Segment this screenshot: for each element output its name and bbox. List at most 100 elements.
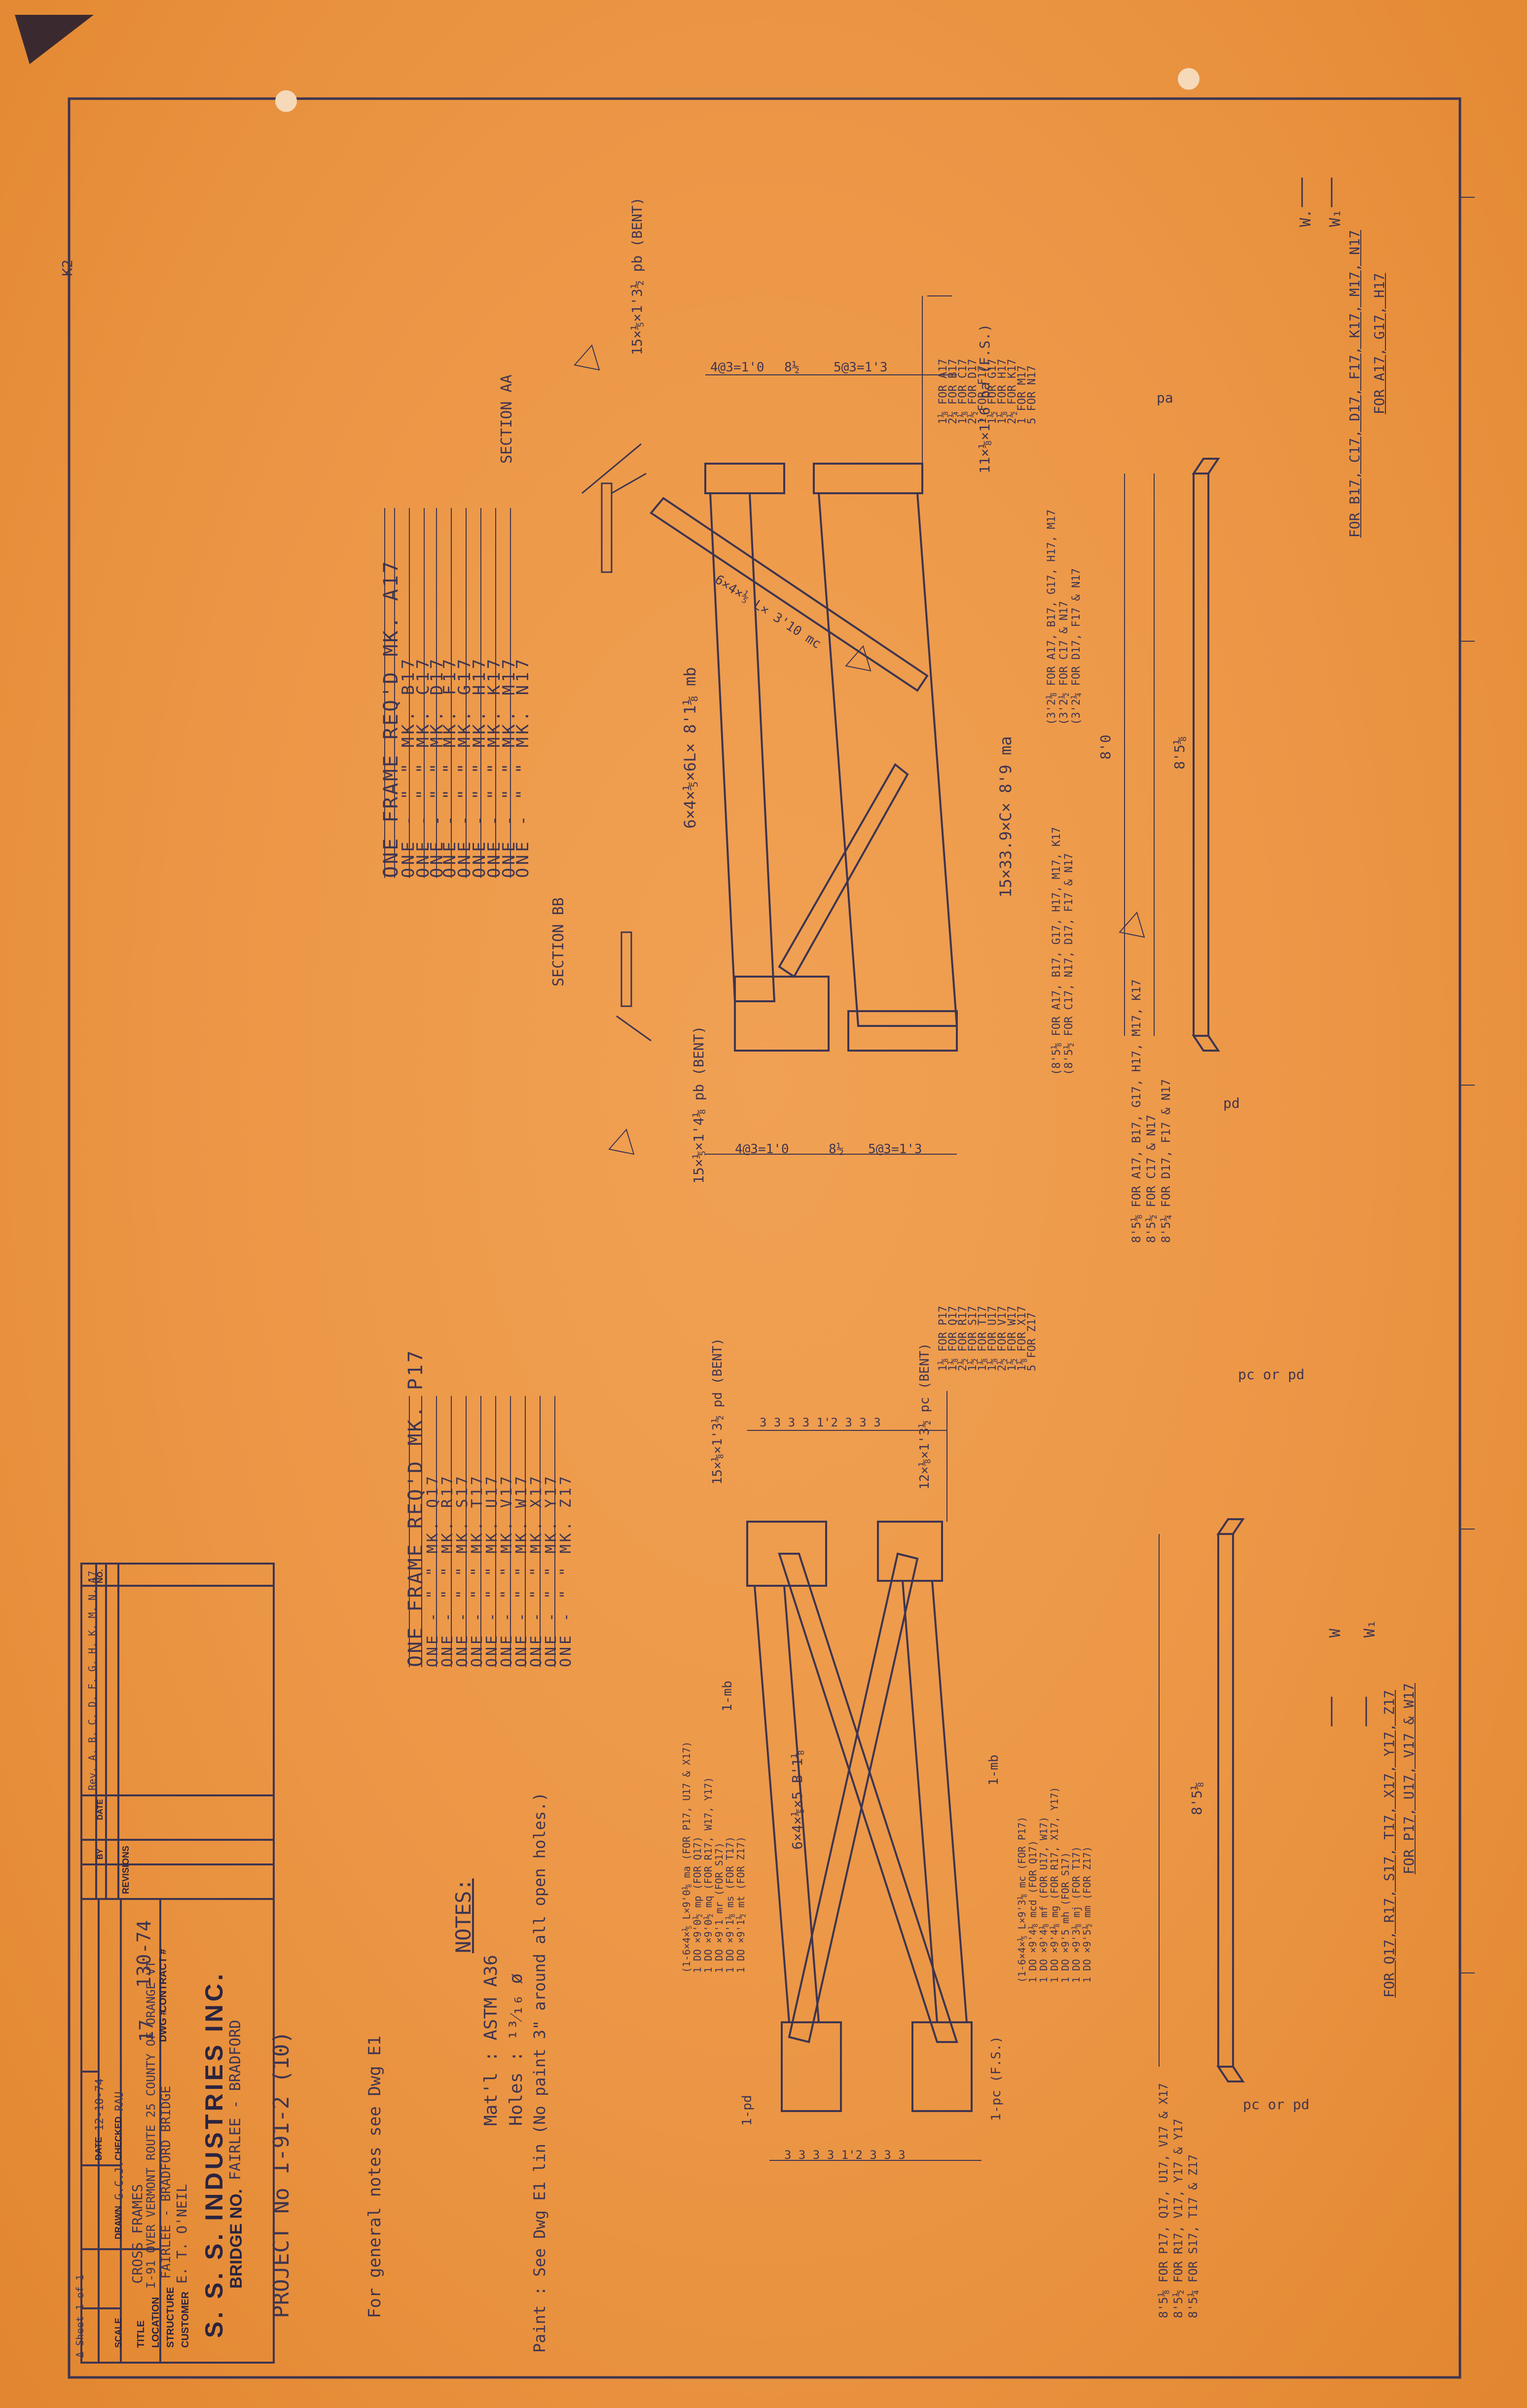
- location-label: LOCATION: [150, 2297, 161, 2348]
- title-value: CROSS FRAMES: [129, 2184, 145, 2284]
- frame-b-gusset-pd: 15×⅛×1'3½ pd (BENT): [710, 1338, 725, 1485]
- frame-b-dims-top: 3 3 3 3 1'2 3 3 3: [760, 1416, 881, 1429]
- frame-b-diagonal-2: [788, 1552, 919, 2043]
- date-value: 12-10-74: [94, 2079, 106, 2131]
- upper-for-line-2: FOR A17, G17, H17: [1371, 273, 1387, 414]
- direction-w1-lower: W₁: [1361, 1619, 1379, 1638]
- frame-b-schedule-lines: [409, 1396, 555, 1667]
- frame-a-dim-bot-right: 5@3=1'3: [868, 1142, 922, 1157]
- customer-label: CUSTOMER: [180, 2291, 191, 2348]
- frame-b-note-mm2: 1 DO ×9'1½ mt (FOR Z17): [735, 1836, 747, 1973]
- customer-value: E. T. O'NEIL: [174, 2184, 190, 2284]
- frame-b-pd-bot: 1-pd: [740, 2095, 755, 2126]
- location-value: I-91 OVER VERMONT ROUTE 25 COUNTY OF ORA…: [144, 1961, 158, 2289]
- frame-b-note-mm: 1 DO ×9'4⅛ mf (FOR U17, W17): [1038, 1816, 1050, 1983]
- scale-label: SCALE: [113, 2317, 123, 2348]
- frame-b-diagonal-1: [778, 1553, 958, 2043]
- frame-a-note-diag: (3'2⅛ FOR A17, B17, G17, H17, M17: [1046, 509, 1058, 725]
- frame-a-note: 5 FOR N17: [1026, 365, 1038, 424]
- frame-a-note-len: 8'5½ FOR C17 & N17: [1144, 1114, 1158, 1243]
- frame-b-note-mm2: 1 DO ×9'1 mr (FOR S17): [713, 1842, 725, 1973]
- dwg-label: DWG #: [158, 2009, 169, 2042]
- revisions-label: REVISIONS: [121, 1845, 131, 1894]
- frame-a-top-plate-left: [704, 463, 785, 494]
- section-aa-view: [582, 443, 647, 573]
- frame-b-pc-top: pc or pd: [1238, 1366, 1305, 1383]
- frame-a-member-mb-label: 6×4×⅕×6L× 8'1⅛ mb: [681, 667, 699, 829]
- frame-a-pa-label: pa: [1157, 390, 1173, 406]
- bridge-number: FAIRLEE - BRADFORD: [227, 2019, 244, 2180]
- frame-a-note-ma: (8'5⅛ FOR A17, B17, G17, H17, M17, K17: [1051, 827, 1063, 1075]
- section-aa-label: SECTION AA: [498, 374, 515, 464]
- notes-general: For general notes see Dwg E1: [365, 2035, 385, 2318]
- frame-a-top-plate-right: [813, 463, 923, 494]
- frame-a-bot-plate-right: [847, 1010, 958, 1052]
- frame-b-note-mm2: 1 DO ×9'1⅛ ms (FOR T17): [724, 1836, 736, 1973]
- structure-value: FAIRLEE - BRADFORD BRIDGE: [159, 2085, 174, 2279]
- frame-a-gusset-bottom: 15×⅕×1'4⅛ pb (BENT): [691, 1025, 707, 1184]
- direction-arrows: [1301, 178, 1367, 1726]
- frame-a-note-len: 8'5¼ FOR D17, F17 & N17: [1159, 1079, 1173, 1243]
- notes-title: NOTES:: [451, 1878, 475, 1953]
- section-bb-label: SECTION BB: [550, 897, 567, 986]
- lower-for-line-1: FOR Q17, R17, S17, T17, X17, Y17, Z17: [1381, 1690, 1397, 1998]
- frame-a-height: 8'0: [1097, 734, 1114, 760]
- frame-b-overall: 8'5⅛: [1189, 1782, 1205, 1815]
- direction-w1: W₁: [1327, 209, 1344, 227]
- torn-corner: [15, 15, 94, 64]
- frame-a-member-ma: [817, 492, 958, 1027]
- frame-b-note-mm: 1 DO ×9'4⅛ mg (FOR R17, X17, Y17): [1049, 1787, 1060, 1983]
- frame-a-bot-plate-left: [734, 976, 830, 1052]
- frame-a-note-len: 8'5⅛ FOR A17, B17, G17, H17, M17, K17: [1129, 979, 1143, 1243]
- frame-a-note-ma: (8'5½ FOR C17, N17, D17, F17 & N17: [1063, 853, 1075, 1075]
- structure-label: STRUCTURE: [165, 2287, 176, 2348]
- title-label: TITLE: [136, 2320, 146, 2348]
- contract-label: CONTRACT #: [158, 1949, 169, 2012]
- frame-a-row: ONE - " " MK. N17: [513, 656, 533, 878]
- drawn-label: DRAWN: [113, 2206, 123, 2239]
- company-name: S. S. S. INDUSTRIES INC.: [200, 1970, 228, 2338]
- punch-hole-1: [275, 90, 297, 112]
- frame-b-drawing: [746, 1391, 1245, 2161]
- frame-b-note-len: 8'5¼ FOR S17, T17 & Z17: [1186, 2154, 1200, 2318]
- dwg-value: 17: [136, 2019, 157, 2042]
- right-edge-ticks: [1460, 197, 1475, 1973]
- frame-a-overall: 8'5⅛: [1171, 736, 1188, 769]
- frame-a-drawing: [574, 295, 1220, 1155]
- frame-a-diagonal-mc: [650, 497, 929, 692]
- frame-a-member-ma-label: 15×33.9×C× 8'9 ma: [996, 736, 1015, 898]
- rev-date-label: DATE: [96, 1799, 105, 1820]
- frame-b-note-mm2: (1-6×4×⅕ L×9'0⅛ ma (FOR P17, U17 & X17): [681, 1741, 692, 1973]
- frame-a-note-diag: (3'2½ FOR C17 & N17: [1058, 601, 1070, 725]
- checked-label: CHECKED: [113, 2116, 123, 2160]
- frame-b-note-mm: 1 DO ×9'5 mh (FOR S17): [1059, 1852, 1071, 1983]
- sheet-border: [68, 97, 1461, 2379]
- bridge-label: BRIDGE NO.: [227, 2189, 246, 2289]
- frame-a-note-diag: (3'2¼ FOR D17, F17 & N17: [1070, 568, 1083, 725]
- frame-a-member-mb: [709, 492, 776, 1002]
- frame-b-mb-label-1: 1-mb: [720, 1680, 735, 1712]
- frame-b-row: ONE - " " MK. Z17: [557, 1473, 575, 1667]
- frame-a-dim-bot-left: 4@3=1'0: [735, 1142, 789, 1157]
- notes-line-2: Holes : ¹³⁄₁₆ ø: [506, 1973, 526, 2126]
- frame-b-bot-plate-right: [911, 2021, 973, 2112]
- rev-by-label: BY: [96, 1848, 105, 1860]
- frame-b-note-mm2: 1 DO ×9'0½ mp (FOR Q17): [691, 1836, 703, 1973]
- frame-b-top-plate-left: [746, 1521, 827, 1587]
- frame-b-bot-plate-left: [781, 2021, 842, 2112]
- frame-a-dim-top-mid: 8½: [784, 360, 800, 375]
- frame-b-pc-bot: pc or pd: [1243, 2096, 1309, 2113]
- frame-b-note-mm2: 1 DO ×9'0½ mq (FOR R17, W17, Y17): [702, 1777, 714, 1973]
- section-bb-view: [616, 931, 652, 1042]
- rev-entry: Rev. A, B, C, D, F, G, H, K, M, N, 17: [86, 1570, 98, 1790]
- frame-a-dim-bot-mid: 8½: [829, 1142, 844, 1157]
- frame-a-pd-label: pd: [1223, 1095, 1240, 1111]
- frame-a-dim-top-right: 5@3=1'3: [834, 360, 888, 375]
- project-number: PROJECT No I-91-2 (10): [269, 2031, 294, 2318]
- frame-b-gusset-pc: 12×⅛×1'3½ pc (BENT): [917, 1343, 932, 1490]
- lower-for-line-2: FOR P17, U17, V17 & W17: [1401, 1683, 1417, 1874]
- upper-for-line-1: FOR B17, C17, D17, F17, K17, M17, N17: [1346, 230, 1363, 538]
- frame-b-note-mm: 1 DO ×9'4⅛ mcd (FOR Q17): [1027, 1840, 1039, 1983]
- drawn-value: G.C.J.: [113, 2160, 126, 2200]
